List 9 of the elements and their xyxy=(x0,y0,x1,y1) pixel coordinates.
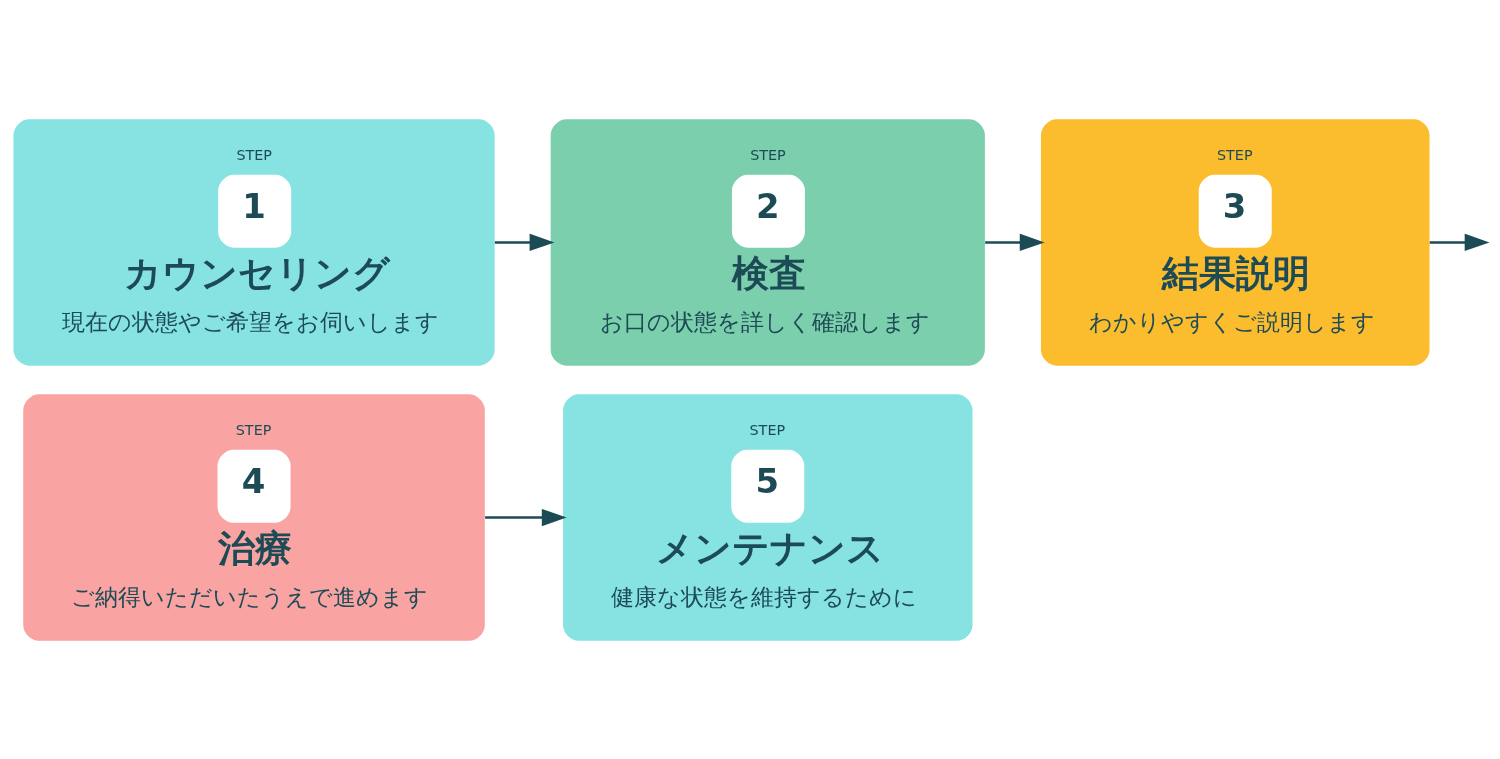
node-box: STEP 3 結果説明 わかりやすくご説明します xyxy=(1040,118,1430,366)
arrow xyxy=(1429,233,1490,251)
node-box: STEP 4 治療 ご納得いただいたうえで進めます xyxy=(23,393,485,641)
node-box: STEP 1 カウンセリング 現在の状態やご希望をお伺いします xyxy=(13,118,495,366)
arrow xyxy=(494,233,555,251)
arrow xyxy=(485,508,567,526)
node-box: STEP 2 検査 お口の状態を詳しく確認します xyxy=(550,118,985,366)
arrow xyxy=(985,233,1045,251)
node-box: STEP 5 メンテナンス 健康な状態を維持するために xyxy=(563,393,973,641)
